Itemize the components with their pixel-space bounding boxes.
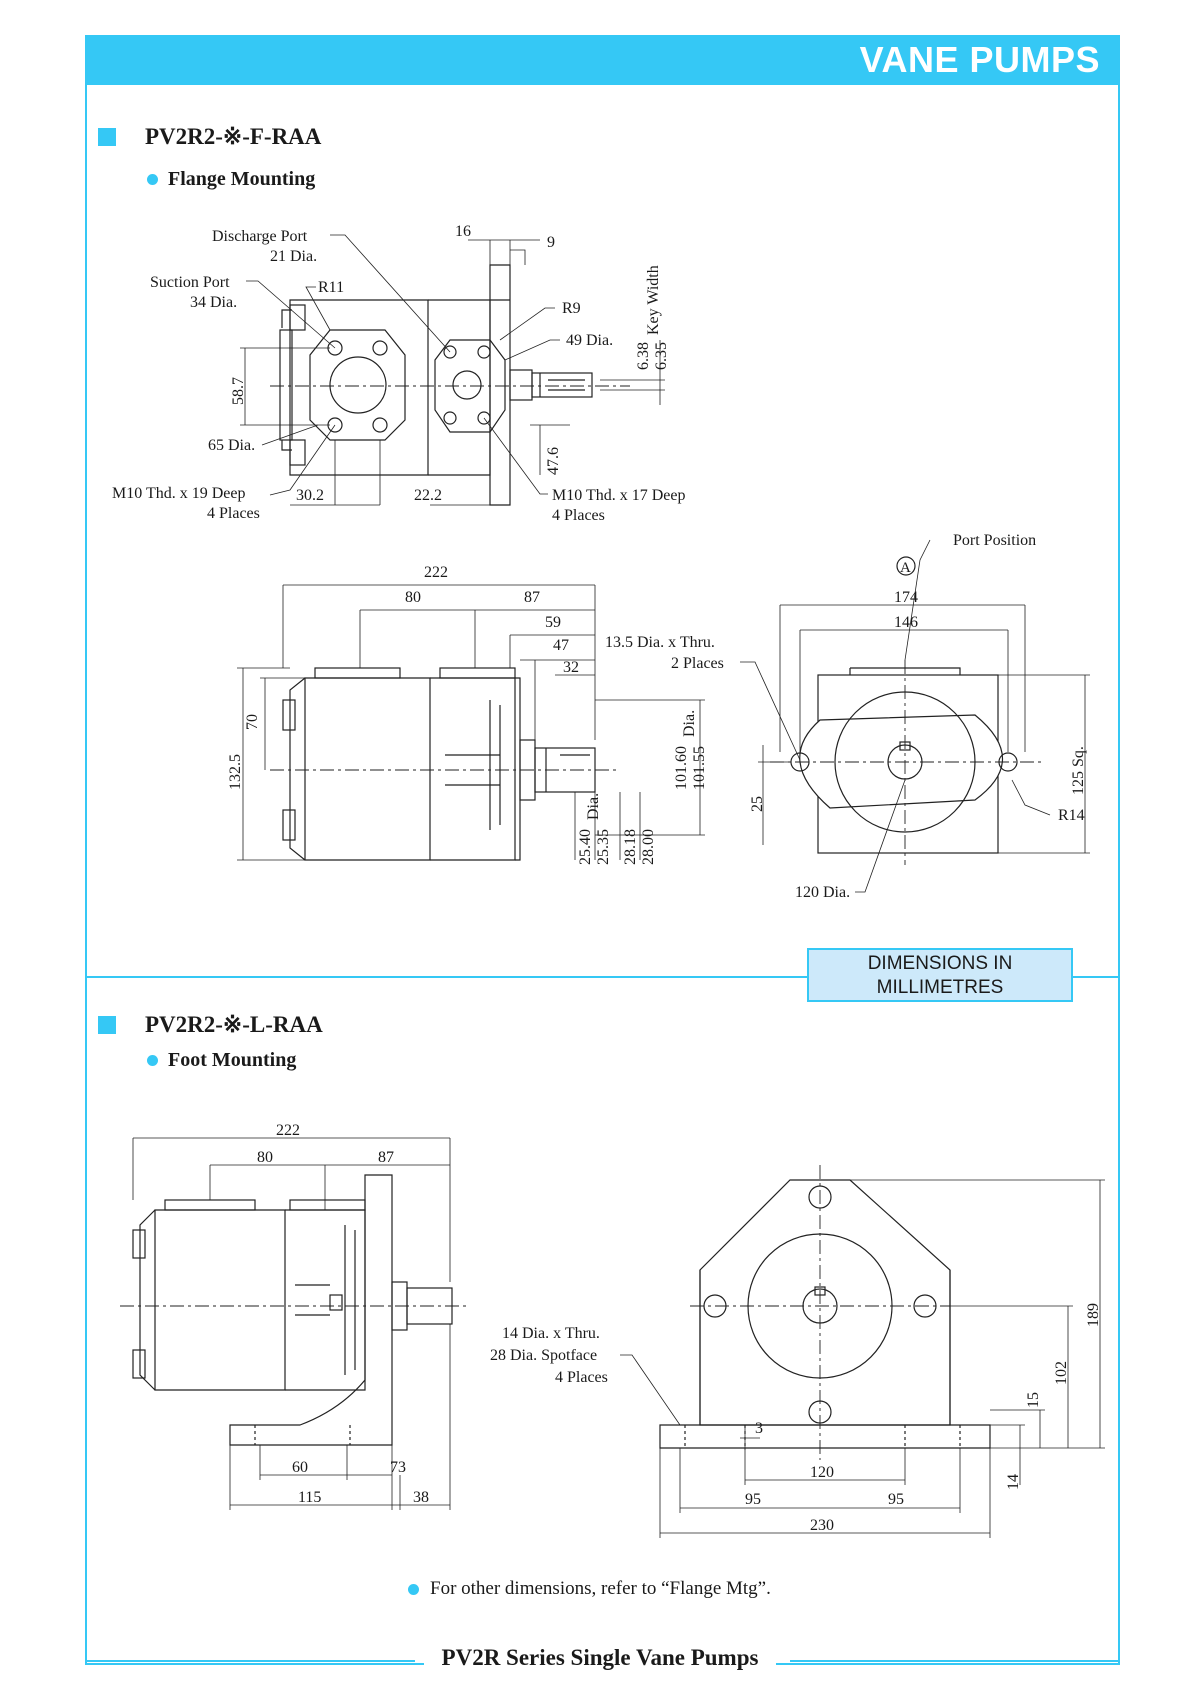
label-4-places-b: 4 Places xyxy=(552,507,605,524)
label-14-thru: 14 Dia. x Thru. xyxy=(502,1325,600,1342)
flange-side-view xyxy=(237,584,801,861)
label-28-spotface: 28 Dia. Spotface xyxy=(490,1347,597,1364)
label-80: 80 xyxy=(405,589,421,606)
label-132-5: 132.5 xyxy=(227,754,244,790)
label-102: 102 xyxy=(1053,1361,1070,1385)
dimensions-line1: DIMENSIONS IN xyxy=(867,953,1013,974)
label-3: 3 xyxy=(755,1420,763,1437)
dimension-labels: Discharge Port 21 Dia. Suction Port 34 D… xyxy=(112,223,1102,1534)
label-189: 189 xyxy=(1085,1303,1102,1327)
label-174: 174 xyxy=(894,589,918,606)
label-port-a: A xyxy=(900,560,911,576)
bullet-dot xyxy=(408,1584,419,1595)
label-47-6: 47.6 xyxy=(545,447,562,475)
bullet-dot xyxy=(147,174,158,185)
label-65-dia: 65 Dia. xyxy=(208,437,255,454)
label-m10-17: M10 Thd. x 17 Deep xyxy=(552,487,685,504)
label-101-55: 101.55 xyxy=(691,746,708,790)
foot-end-view xyxy=(620,1165,1105,1538)
label-4-places-foot: 4 Places xyxy=(555,1369,608,1386)
label-port-position: Port Position xyxy=(953,532,1036,549)
label-key-width: Key Width xyxy=(645,265,662,335)
label-87-foot: 87 xyxy=(378,1149,394,1166)
label-38: 38 xyxy=(413,1489,429,1506)
label-14: 14 xyxy=(1005,1474,1022,1490)
label-222: 222 xyxy=(424,564,448,581)
section2-subtitle: Foot Mounting xyxy=(168,1049,297,1071)
label-r14: R14 xyxy=(1058,807,1085,824)
label-suction-port: Suction Port xyxy=(150,274,230,291)
label-discharge-dia: 21 Dia. xyxy=(270,248,317,265)
label-13-5-thru: 13.5 Dia. x Thru. xyxy=(605,634,715,651)
label-9: 9 xyxy=(547,234,555,251)
header-banner: VANE PUMPS xyxy=(85,35,1120,85)
label-r9: R9 xyxy=(562,300,581,317)
page-title: VANE PUMPS xyxy=(859,39,1100,80)
label-32: 32 xyxy=(563,659,579,676)
label-suction-dia: 34 Dia. xyxy=(190,294,237,311)
label-60: 60 xyxy=(292,1459,308,1476)
dimensions-note-box: DIMENSIONS IN MILLIMETRES xyxy=(807,948,1073,1002)
label-4-places-a: 4 Places xyxy=(207,505,260,522)
label-r11: R11 xyxy=(318,279,344,296)
section-marker-square xyxy=(98,1016,116,1034)
label-120-dia: 120 Dia. xyxy=(795,884,850,901)
section2-title: PV2R2-※-L-RAA xyxy=(145,1012,323,1037)
label-47: 47 xyxy=(553,637,569,654)
label-kw2: 6.35 xyxy=(653,342,670,370)
label-15: 15 xyxy=(1025,1392,1042,1408)
footer-rule-left xyxy=(85,1660,415,1662)
label-kw1: 6.38 xyxy=(635,342,652,370)
label-dia-word-2: Dia. xyxy=(681,710,698,737)
label-101-60: 101.60 xyxy=(673,746,690,790)
section1-subtitle: Flange Mounting xyxy=(168,168,316,190)
section-marker-square xyxy=(98,128,116,146)
label-120: 120 xyxy=(810,1464,834,1481)
label-30-2: 30.2 xyxy=(296,487,324,504)
label-28-18: 28.18 xyxy=(622,829,639,865)
footer: PV2R Series Single Vane Pumps xyxy=(0,1645,1200,1671)
label-73: 73 xyxy=(390,1459,406,1476)
label-58-7: 58.7 xyxy=(230,377,247,405)
foot-side-view xyxy=(120,1137,470,1510)
label-70: 70 xyxy=(244,714,261,730)
label-22-2: 22.2 xyxy=(414,487,442,504)
flange-end-view xyxy=(758,539,1090,893)
section1-title: PV2R2-※-F-RAA xyxy=(145,124,322,149)
label-25: 25 xyxy=(749,796,766,812)
footnote: For other dimensions, refer to “Flange M… xyxy=(430,1578,771,1599)
label-80-foot: 80 xyxy=(257,1149,273,1166)
flange-front-view xyxy=(240,234,665,506)
label-95-b: 95 xyxy=(888,1491,904,1508)
label-25-40: 25.40 xyxy=(577,829,594,865)
label-146: 146 xyxy=(894,614,918,631)
label-87: 87 xyxy=(524,589,540,606)
label-16: 16 xyxy=(455,223,471,240)
label-222-foot: 222 xyxy=(276,1122,300,1139)
section-divider xyxy=(85,976,1120,978)
label-95-a: 95 xyxy=(745,1491,761,1508)
label-59: 59 xyxy=(545,614,561,631)
label-49-dia: 49 Dia. xyxy=(566,332,613,349)
footer-title: PV2R Series Single Vane Pumps xyxy=(423,1645,777,1670)
label-2-places: 2 Places xyxy=(671,655,724,672)
dimensions-line2: MILLIMETRES xyxy=(876,977,1004,998)
label-dia-word-1: Dia. xyxy=(585,793,602,820)
label-230: 230 xyxy=(810,1517,834,1534)
label-28-00: 28.00 xyxy=(640,829,657,865)
footer-rule-right xyxy=(790,1660,1120,1662)
bullet-dot xyxy=(147,1055,158,1066)
label-discharge-port: Discharge Port xyxy=(212,228,308,245)
label-m10-19: M10 Thd. x 19 Deep xyxy=(112,485,245,502)
label-25-35: 25.35 xyxy=(595,829,612,865)
label-125-sq: 125 Sq. xyxy=(1070,746,1087,795)
label-115: 115 xyxy=(298,1489,321,1506)
